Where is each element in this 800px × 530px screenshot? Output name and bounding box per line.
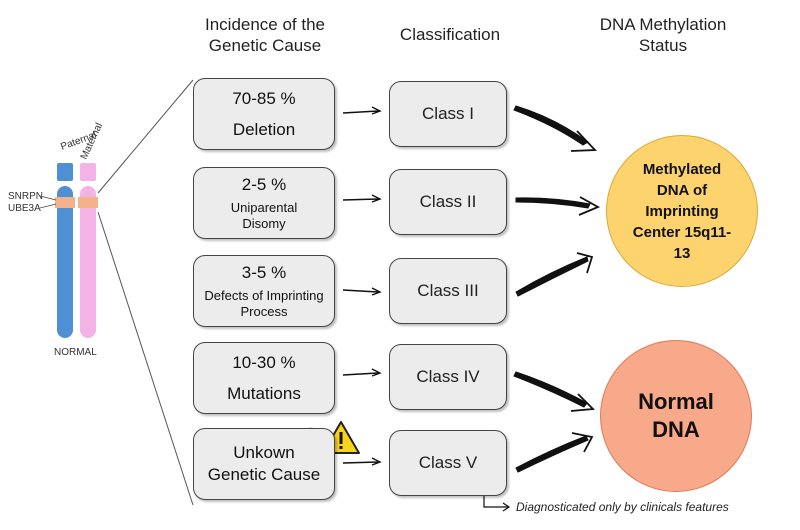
incidence-box-4: 10-30 % Mutations — [193, 342, 335, 414]
header-incidence: Incidence of the Genetic Cause — [204, 15, 326, 55]
arrow-row-1 — [342, 106, 382, 115]
arrow-row-4 — [342, 368, 382, 377]
chromosome-status-label: NORMAL — [54, 347, 97, 358]
gene-pointer-2 — [39, 203, 57, 209]
header-methylation: DNA Methylation Status — [599, 15, 727, 55]
arrow-row-2 — [342, 194, 382, 203]
gene-label-snrpn: SNRPN — [8, 191, 43, 202]
arrow-class5-normal — [515, 435, 589, 473]
maternal-chromosome — [78, 163, 98, 338]
class-box-3: Class III — [389, 258, 507, 324]
gene-label-ube3a: UBE3A — [8, 203, 41, 214]
arrow-class3-methylated — [515, 256, 589, 297]
methylated-dna-circle: Methylated DNA of Imprinting Center 15q1… — [606, 135, 758, 287]
class-box-2: Class II — [389, 169, 507, 235]
gene-pointer-1 — [39, 195, 57, 201]
arrow-row-3 — [342, 287, 382, 296]
arrow-class1-methylated — [513, 105, 589, 146]
incidence-box-1: 70-85 % Deletion — [193, 78, 335, 150]
footnote: Diagnosticated only by clinicals feature… — [516, 500, 729, 514]
incidence-box-2: 2-5 % Uniparental Disomy — [193, 167, 335, 239]
class-box-4: Class IV — [389, 344, 507, 410]
incidence-box-5: Unkown Genetic Cause — [193, 428, 335, 500]
class-box-1: Class I — [389, 81, 507, 147]
normal-dna-circle: Normal DNA — [600, 340, 752, 492]
zoom-line-top — [97, 79, 194, 194]
paternal-chromosome — [55, 163, 75, 338]
incidence-box-3: 3-5 % Defects of Imprinting Process — [193, 255, 335, 327]
arrow-class4-normal — [513, 371, 588, 408]
header-classification: Classification — [399, 25, 501, 44]
arrow-class2-methylated — [515, 197, 591, 209]
class-box-5: Class V — [389, 430, 507, 496]
arrow-row-5 — [342, 457, 382, 466]
zoom-line-bottom — [97, 211, 194, 506]
